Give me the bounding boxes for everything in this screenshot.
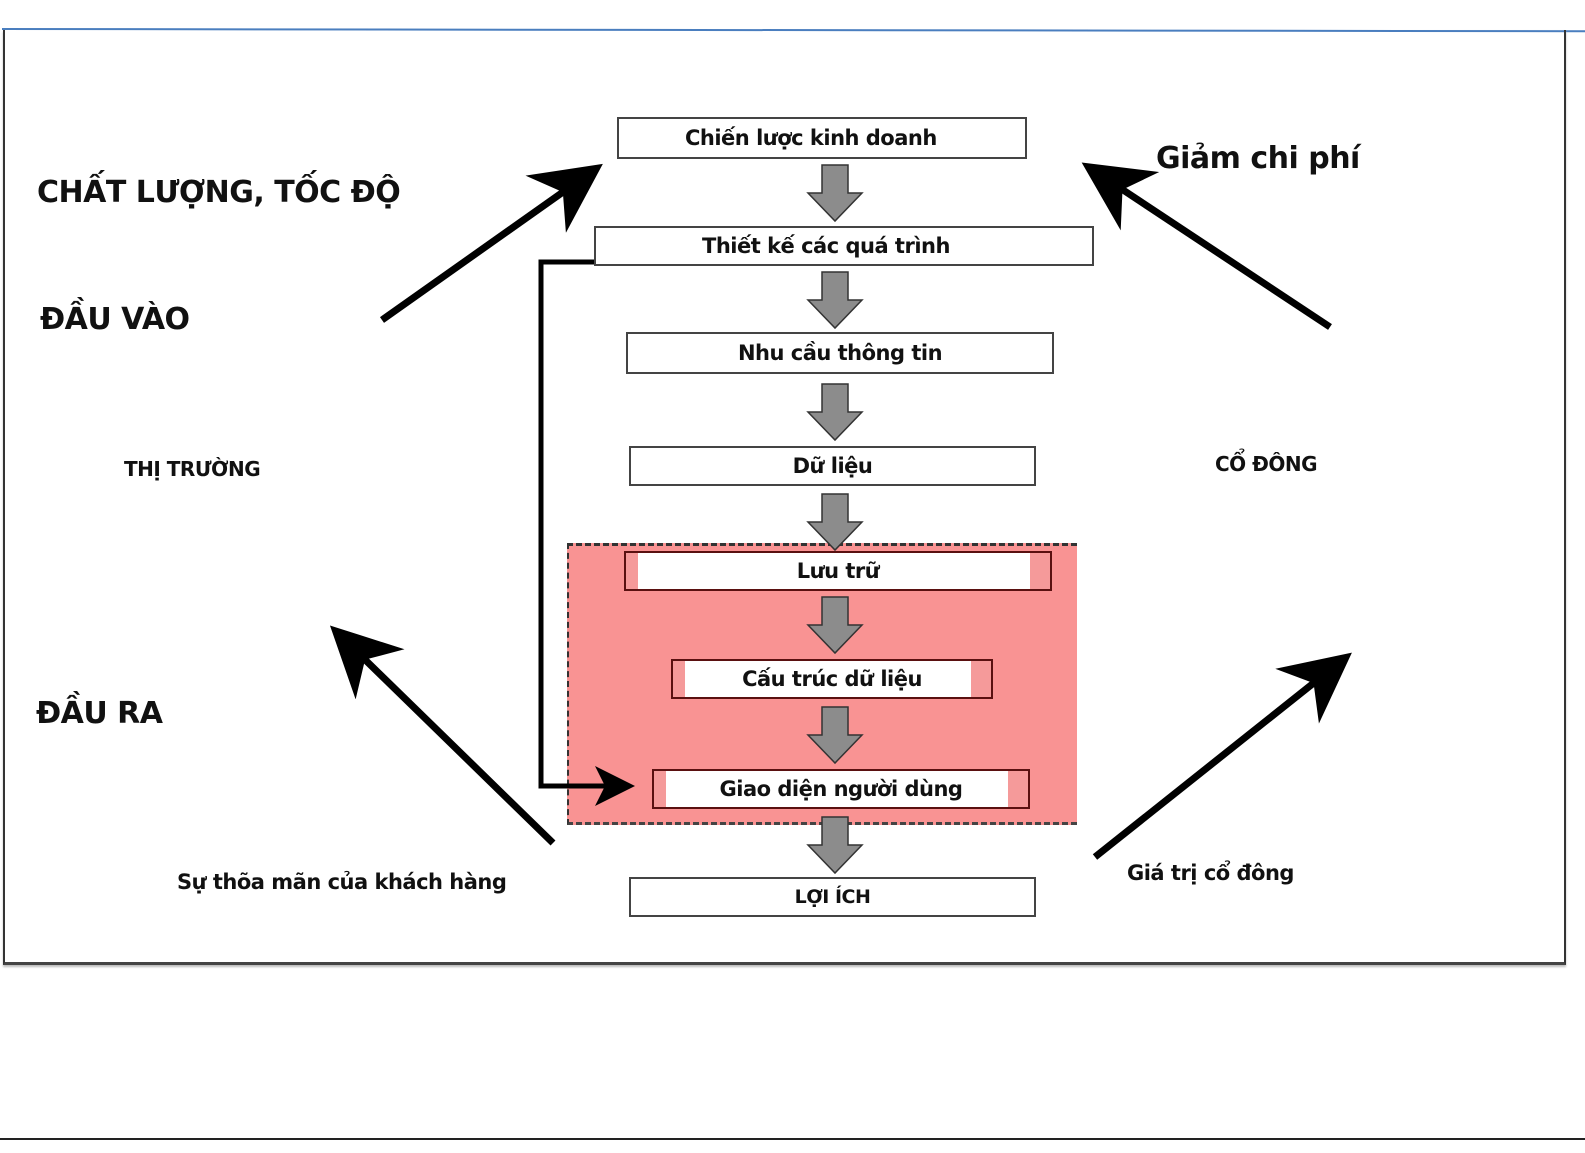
flow-arrow-4 (808, 494, 862, 550)
box-process-design: Thiết kế các quá trình (594, 226, 1094, 266)
box-benefits: LỢI ÍCH (629, 877, 1036, 917)
arrow-input-to-strategy (382, 180, 580, 320)
box-information-needs: Nhu cầu thông tin (626, 332, 1054, 374)
label-shareholders: CỔ ĐÔNG (1215, 452, 1317, 476)
flow-arrow-7 (808, 817, 862, 873)
label-shareholder-value: Giá trị cổ đông (1127, 861, 1294, 885)
label-reduce-cost: Giảm chi phí (1156, 141, 1360, 176)
label-customer-satisfaction: Sự thõa mãn của khách hàng (177, 870, 506, 894)
flow-arrow-2 (808, 272, 862, 328)
flow-arrow-6 (808, 707, 862, 763)
arrow-shareholder-value (1095, 670, 1330, 857)
box-business-strategy: Chiến lược kinh doanh (617, 117, 1027, 159)
label-quality-speed: CHẤT LƯỢNG, TỐC ĐỘ (37, 175, 400, 210)
box-user-interface: Giao diện người dùng (652, 769, 1030, 809)
arrow-shareholder-to-strategy (1105, 178, 1330, 327)
flow-arrow-1 (808, 165, 862, 221)
label-output: ĐẦU RA (36, 696, 162, 731)
feedback-loop-line (541, 262, 630, 786)
label-market: THỊ TRƯỜNG (124, 457, 260, 481)
label-input: ĐẦU VÀO (40, 302, 190, 337)
arrow-customer-satisfaction (350, 645, 553, 843)
box-data: Dữ liệu (629, 446, 1036, 486)
box-storage: Lưu trữ (624, 551, 1052, 591)
flow-arrow-5 (808, 597, 862, 653)
box-data-structure: Cấu trúc dữ liệu (671, 659, 993, 699)
flow-arrow-3 (808, 384, 862, 440)
